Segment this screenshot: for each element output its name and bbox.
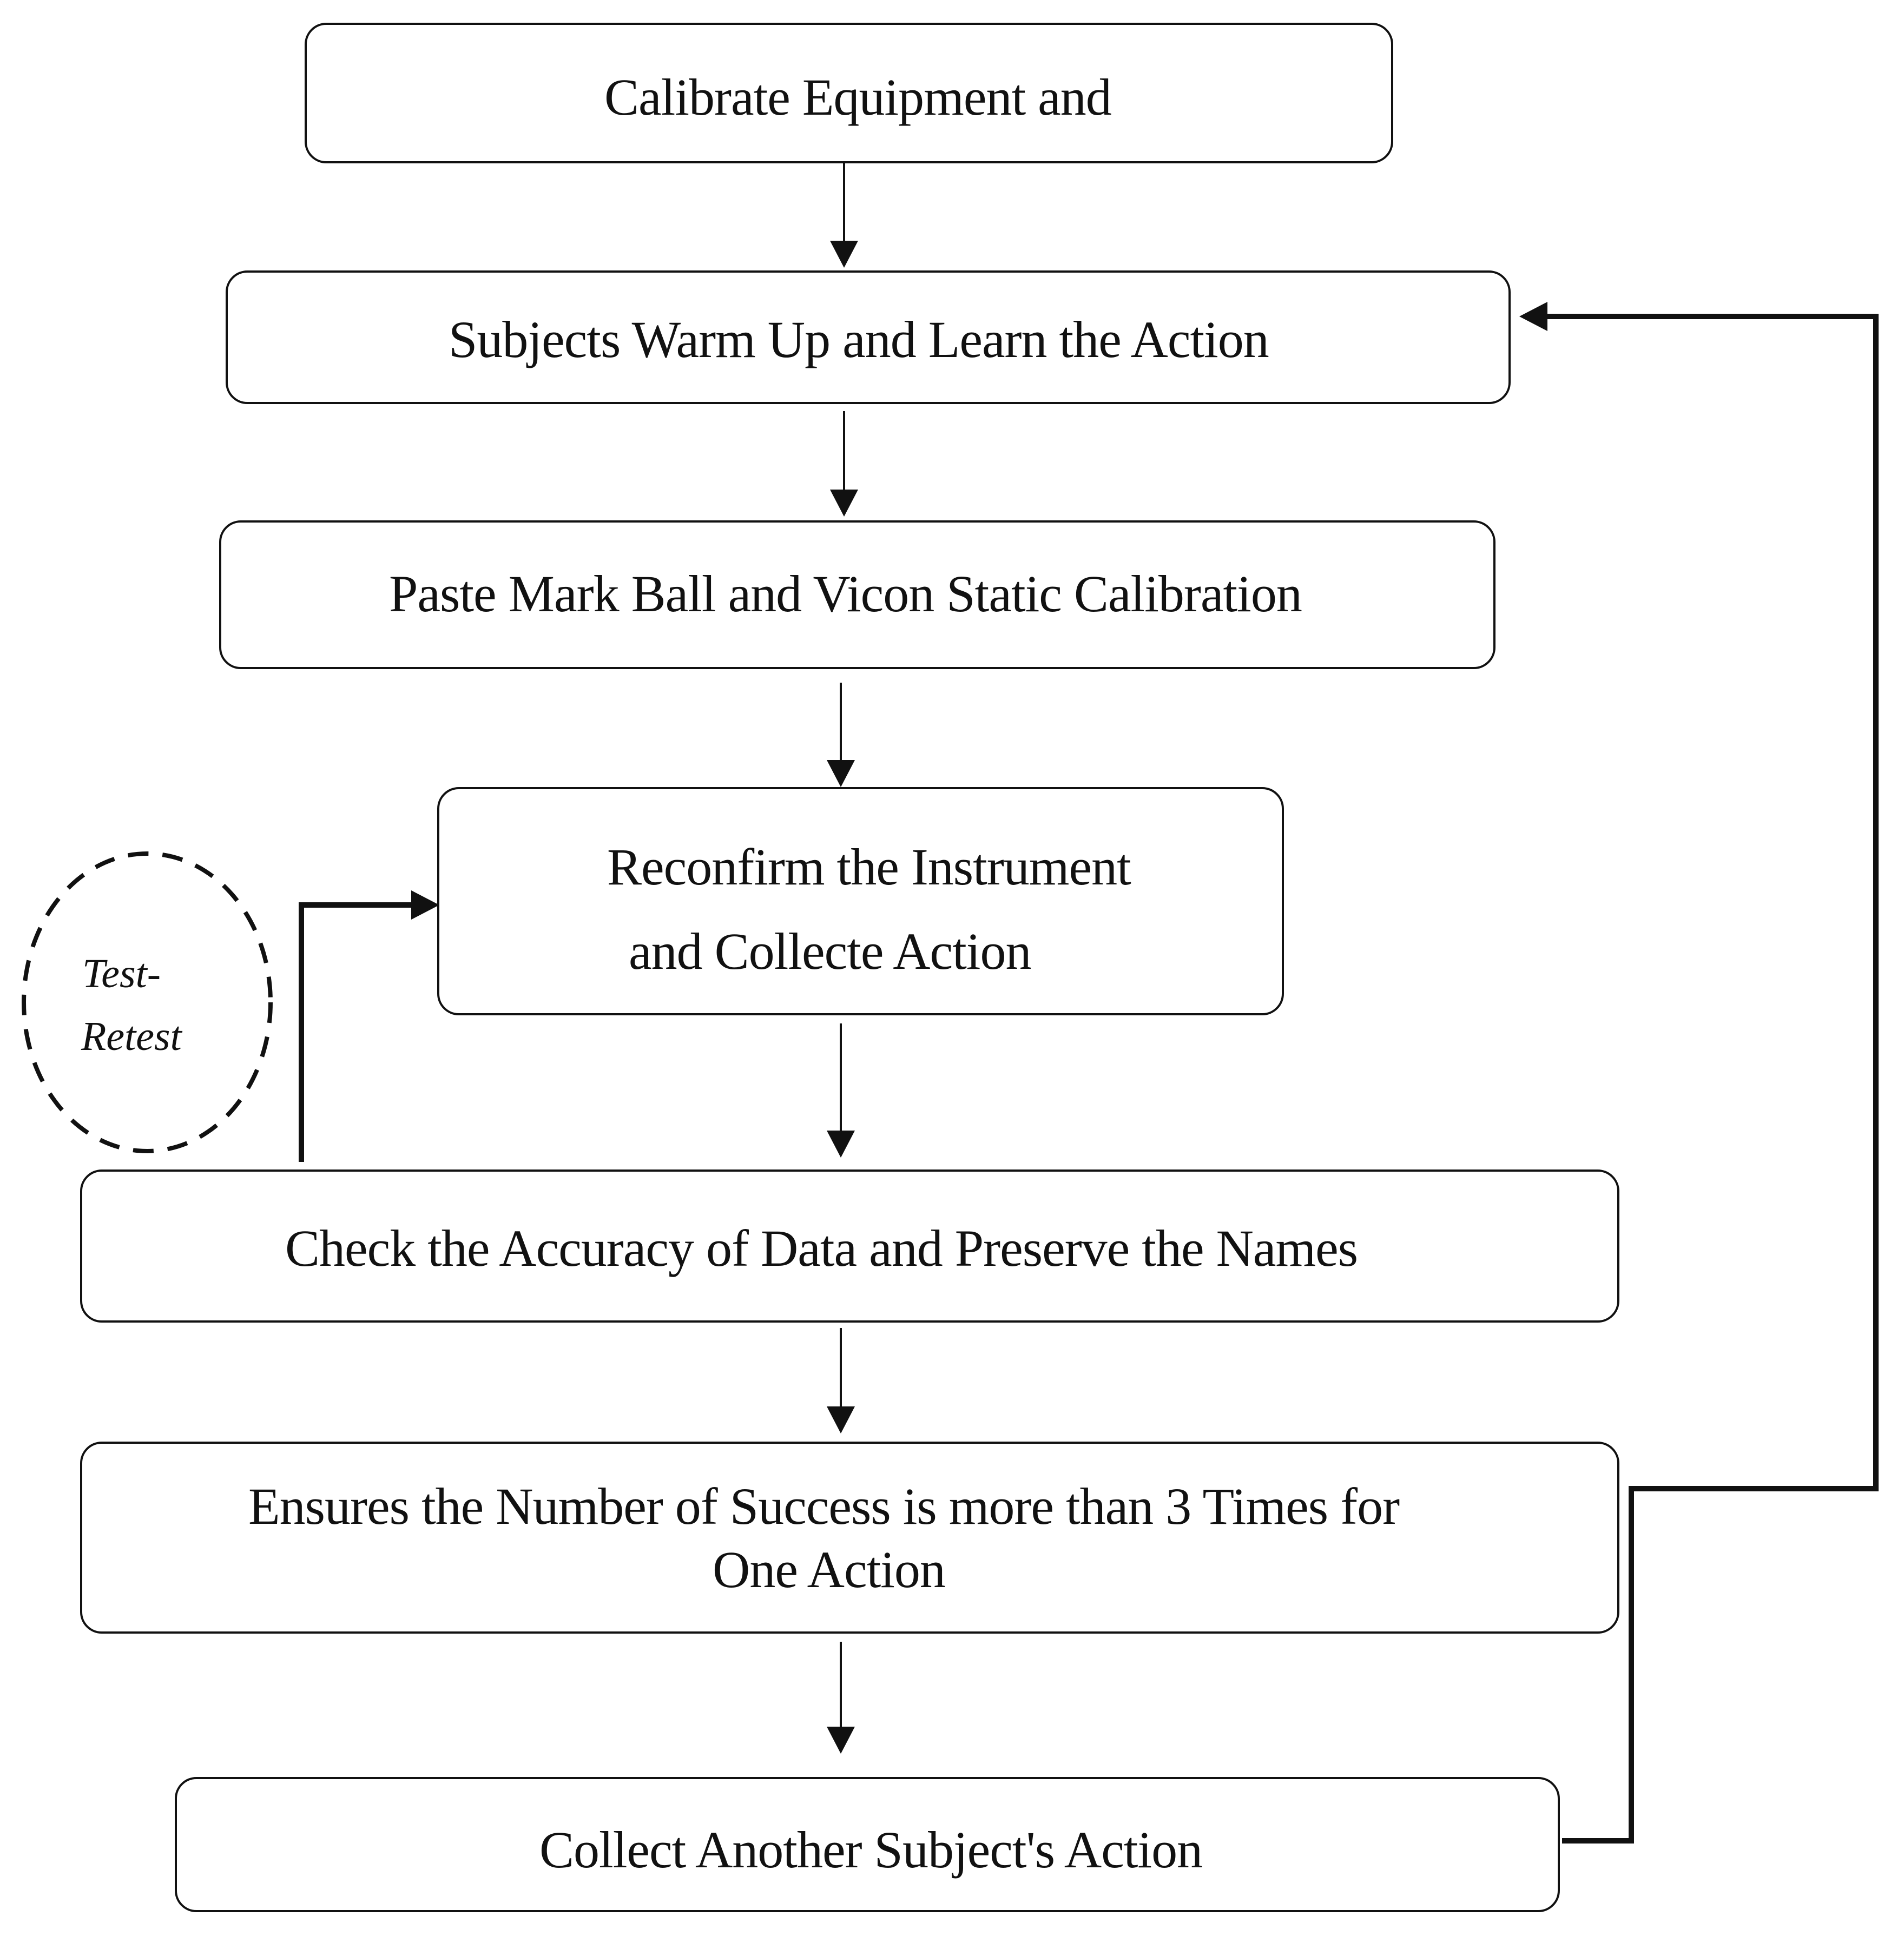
step-reconfirm-box: Reconfirm the Instrument and Collecte Ac… xyxy=(437,787,1284,1015)
arrow-calibrate-to-warmup xyxy=(830,162,858,268)
step-calibrate-box: Calibrate Equipment and xyxy=(305,23,1393,163)
step-paste-text: Paste Mark Ball and Vicon Static Calibra… xyxy=(389,565,1302,623)
step-paste-box: Paste Mark Ball and Vicon Static Calibra… xyxy=(219,520,1495,669)
step-check-text: Check the Accuracy of Data and Preserve … xyxy=(285,1219,1358,1277)
step-collect-text: Collect Another Subject's Action xyxy=(539,1821,1203,1879)
step-warm-up-box: Subjects Warm Up and Learn the Action xyxy=(226,270,1511,404)
arrow-ensures-to-collect xyxy=(827,1642,855,1754)
step-ensures-line1: Ensures the Number of Success is more th… xyxy=(248,1477,1400,1535)
test-retest-ellipse xyxy=(22,851,273,1153)
arrow-reconfirm-to-check xyxy=(827,1023,855,1158)
step-ensures-box: Ensures the Number of Success is more th… xyxy=(80,1442,1619,1634)
arrow-warmup-to-paste xyxy=(830,411,858,517)
arrow-check-to-ensures xyxy=(827,1328,855,1433)
step-ensures-line2: One Action xyxy=(713,1541,946,1598)
step-reconfirm-line1: Reconfirm the Instrument xyxy=(607,838,1131,896)
arrow-paste-to-reconfirm xyxy=(827,683,855,787)
next-subject-loop-arrow xyxy=(1519,302,1879,1844)
step-calibrate-text: Calibrate Equipment and xyxy=(604,68,1112,126)
step-warm-up-text: Subjects Warm Up and Learn the Action xyxy=(449,310,1269,368)
step-reconfirm-line2: and Collecte Action xyxy=(629,922,1031,980)
test-retest-label-line2: Retest xyxy=(81,1014,182,1059)
test-retest-label-line1: Test- xyxy=(82,951,161,996)
step-check-box: Check the Accuracy of Data and Preserve … xyxy=(80,1169,1619,1323)
step-collect-box: Collect Another Subject's Action xyxy=(175,1777,1560,1912)
test-retest-loop-arrow xyxy=(299,890,439,1162)
